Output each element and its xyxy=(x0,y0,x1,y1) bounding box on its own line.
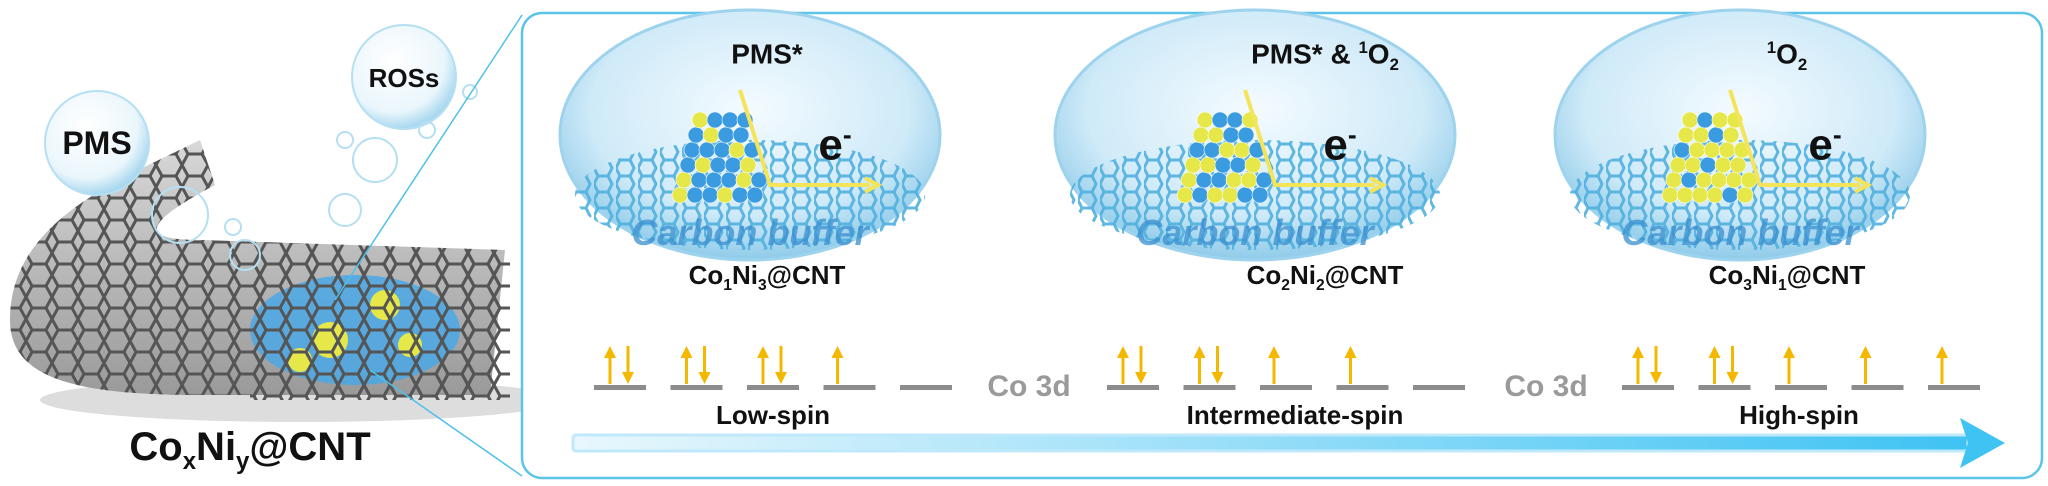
orbital-diagram-2 xyxy=(1107,346,1465,390)
ros-bubble xyxy=(351,24,457,130)
orbital-level xyxy=(823,346,876,390)
electron-label: e- xyxy=(1808,120,1842,170)
orbital-level xyxy=(1107,346,1159,390)
spin-up-arrow xyxy=(1272,354,1276,384)
catalyst-bubble-1 xyxy=(558,8,942,262)
spin-label-high: High-spin xyxy=(1739,400,1859,430)
panel-title-2: PMS* & 1O2 xyxy=(1251,38,1399,74)
orbital-level xyxy=(1851,346,1904,390)
orbital-level xyxy=(1183,346,1236,390)
spin-up-arrow xyxy=(608,354,612,384)
orbital-level xyxy=(900,385,952,390)
alloy-pyramid xyxy=(1661,111,1758,204)
catalyst-bubble-3 xyxy=(1553,8,1927,262)
spin-up-arrow xyxy=(1713,354,1716,384)
panel-title-1: PMS* xyxy=(731,38,803,70)
catalyst-name-3: Co3Ni1@CNT xyxy=(1708,260,1866,295)
spin-label-low: Low-spin xyxy=(715,400,831,430)
orbital-label-2: Co 3d xyxy=(1504,370,1588,403)
spin-down-arrow xyxy=(626,346,630,376)
panel-title-3: 1O2 xyxy=(1766,38,1808,74)
alloy-pyramid xyxy=(671,111,768,204)
orbital-level xyxy=(1336,346,1389,390)
orbital-level xyxy=(1775,346,1827,390)
spin-up-arrow xyxy=(1787,354,1791,384)
spin-down-arrow xyxy=(1139,346,1143,376)
carbon-nanotube xyxy=(10,140,560,422)
orbital-diagram-3 xyxy=(1622,346,1980,390)
electron-path-arrow xyxy=(1728,89,1860,187)
carbon-buffer-label: Carbon buffer xyxy=(631,212,869,253)
bubbles xyxy=(44,24,478,271)
orbital-level xyxy=(1698,346,1751,390)
pms-label: PMS xyxy=(62,125,132,161)
orbital-diagram-1 xyxy=(594,346,952,390)
zoom-line-bottom xyxy=(369,369,523,477)
orbital-level xyxy=(1413,385,1465,390)
spin-up-arrow xyxy=(836,354,839,384)
alloy-pyramid xyxy=(1176,111,1273,204)
spin-up-arrow xyxy=(1198,354,1201,384)
spin-up-arrow xyxy=(685,354,688,384)
spin-trend-arrow xyxy=(571,418,2005,468)
spin-down-arrow xyxy=(779,346,783,376)
spin-down-arrow xyxy=(1654,346,1658,376)
carbon-buffer-label: Carbon buffer xyxy=(1136,212,1374,253)
catalyst-bubble-2 xyxy=(1053,8,1457,262)
spin-up-arrow xyxy=(761,354,765,384)
spin-up-arrow xyxy=(1636,354,1640,384)
ros-label: ROSs xyxy=(368,63,440,93)
orbital-level xyxy=(594,346,646,390)
electron-path-arrow xyxy=(738,89,870,187)
spin-down-arrow xyxy=(703,346,706,376)
spin-up-arrow xyxy=(1940,354,1944,384)
orbital-level xyxy=(1622,346,1674,390)
zoom-line-top xyxy=(334,14,523,301)
electron-label: e- xyxy=(818,120,852,170)
orbital-level xyxy=(747,346,799,390)
electron-label: e- xyxy=(1323,120,1357,170)
catalyst-label: CoxNiy@CNT xyxy=(129,425,371,475)
catalyst-name-1: Co1Ni3@CNT xyxy=(688,260,846,295)
electron-path-arrow xyxy=(1243,89,1375,187)
pms-bubble xyxy=(44,90,150,196)
orbital-level xyxy=(1928,346,1980,390)
orbital-level xyxy=(1260,346,1312,390)
carbon-buffer-label: Carbon buffer xyxy=(1621,212,1859,253)
spin-up-arrow xyxy=(1864,354,1867,384)
orbital-label-1: Co 3d xyxy=(987,370,1071,403)
spin-down-arrow xyxy=(1731,346,1734,376)
spin-down-arrow xyxy=(1216,346,1219,376)
spin-up-arrow xyxy=(1349,354,1352,384)
catalyst-name-2: Co2Ni2@CNT xyxy=(1246,260,1404,295)
orbital-level xyxy=(670,346,723,390)
spin-up-arrow xyxy=(1121,354,1125,384)
spin-label-intermediate: Intermediate-spin xyxy=(1186,400,1404,430)
